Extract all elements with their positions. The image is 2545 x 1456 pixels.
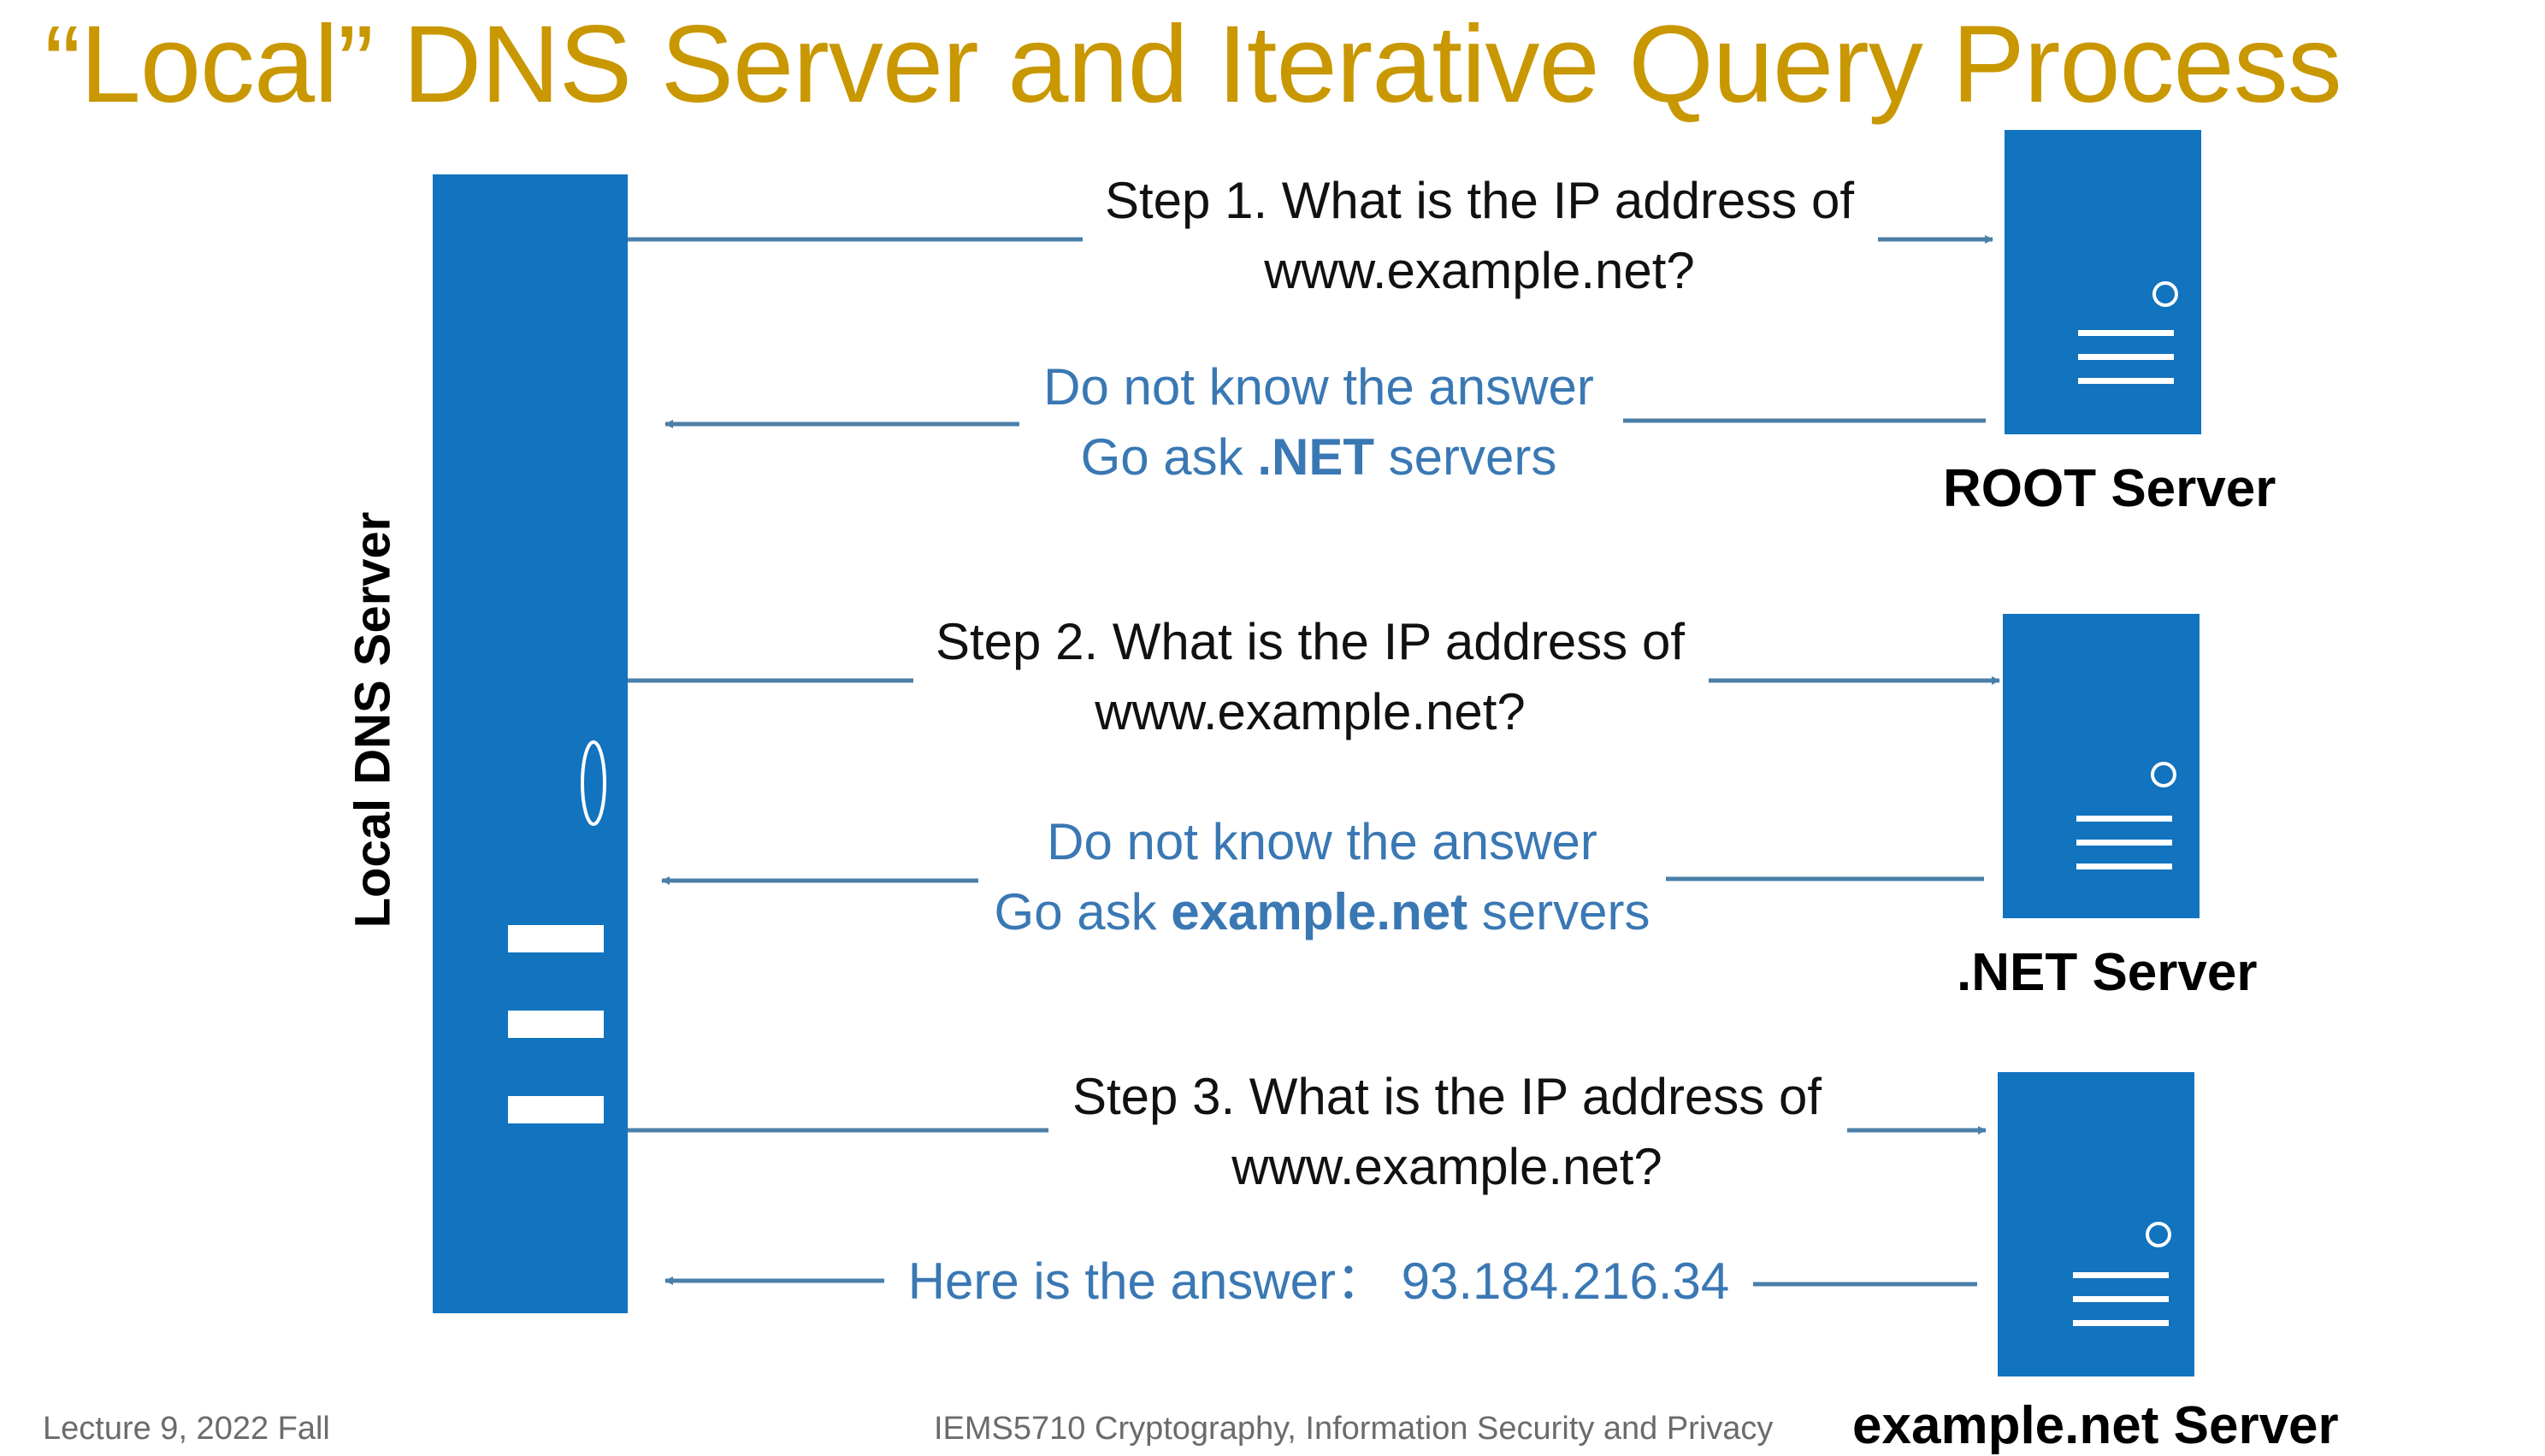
example-net-server-icon <box>1998 1072 2194 1376</box>
local-dns-server-icon <box>433 174 628 1313</box>
step2-response-text: Do not know the answer Go ask example.ne… <box>995 807 1650 947</box>
footer-course: IEMS5710 Cryptography, Information Secur… <box>934 1411 1774 1447</box>
step1-request-text: Step 1. What is the IP address of www.ex… <box>1105 166 1854 306</box>
net-server-label: .NET Server <box>1957 943 2258 1002</box>
step1-response-arrow <box>664 418 1986 428</box>
step3-request-text: Step 3. What is the IP address of www.ex… <box>1072 1062 1822 1202</box>
step1-request-line2: www.example.net? <box>1264 242 1695 299</box>
net-server-icon <box>2003 614 2200 918</box>
step3-request-line1: Step 3. What is the IP address of <box>1072 1068 1822 1125</box>
step1-response-line2: Go ask .NET servers <box>1080 428 1557 486</box>
step1-request-line1: Step 1. What is the IP address of <box>1104 172 1855 229</box>
step3-response-line1: Here is the answer： 93.184.216.34 <box>907 1253 1730 1310</box>
step1-response-text: Do not know the answer Go ask .NET serve… <box>1043 352 1594 492</box>
local-dns-server-label: Local DNS Server <box>345 511 401 928</box>
step3-response-arrow <box>664 1276 1977 1287</box>
root-server-label: ROOT Server <box>1943 459 2276 518</box>
step2-response-line2: Go ask example.net servers <box>994 883 1650 940</box>
step2-response-arrow <box>661 876 1984 885</box>
slide-title: “Local” DNS Server and Iterative Query P… <box>44 3 2342 126</box>
step3-request-line2: www.example.net? <box>1231 1138 1662 1195</box>
step2-response-line1: Do not know the answer <box>1047 813 1597 870</box>
step2-request-text: Step 2. What is the IP address of www.ex… <box>936 607 1685 747</box>
step1-response-line1: Do not know the answer <box>1043 358 1594 416</box>
step2-request-line1: Step 2. What is the IP address of <box>935 613 1686 670</box>
footer-lecture: Lecture 9, 2022 Fall <box>43 1411 330 1447</box>
step3-response-text: Here is the answer： 93.184.216.34 <box>908 1247 1730 1317</box>
example-net-server-label: example.net Server <box>1852 1396 2339 1455</box>
step2-request-line2: www.example.net? <box>1095 683 1526 740</box>
root-server-icon <box>2005 130 2201 434</box>
